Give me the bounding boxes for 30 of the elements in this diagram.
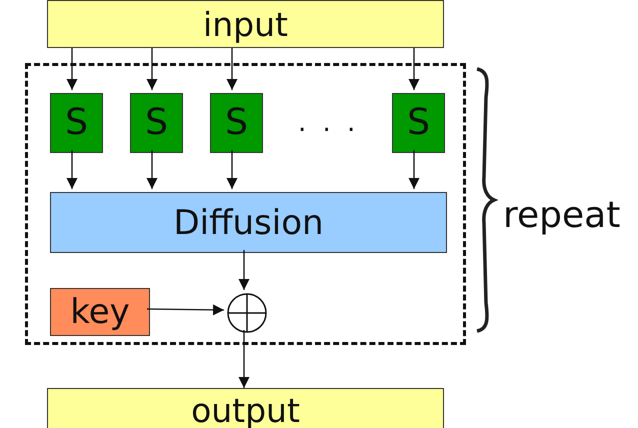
arrow (147, 304, 224, 316)
box-label: key (70, 295, 130, 329)
arrow (226, 48, 238, 90)
arrow (66, 150, 78, 189)
arrow (238, 250, 250, 290)
arrow (146, 150, 158, 189)
arrow (408, 48, 420, 90)
arrow (226, 150, 238, 189)
dashed-group-frame (25, 63, 466, 345)
sbox (130, 93, 183, 153)
box-label: S (407, 105, 430, 141)
box-label: Diffusion (173, 206, 324, 240)
arrow (66, 48, 78, 90)
io-box (47, 388, 444, 428)
repeat-label: repeat (503, 195, 620, 236)
box-label: S (65, 105, 88, 141)
ellipsis: . . . (298, 108, 360, 138)
io-box (47, 0, 444, 48)
xor-symbol (227, 293, 267, 333)
process-box (50, 192, 447, 253)
box-label: input (203, 8, 288, 40)
arrow (146, 48, 158, 90)
arrow (238, 330, 250, 388)
sbox (392, 93, 445, 153)
box-label: S (225, 105, 248, 141)
box-label: S (145, 105, 168, 141)
key-box (50, 288, 150, 336)
sbox (50, 93, 103, 153)
sbox (210, 93, 263, 153)
arrow (408, 150, 420, 189)
